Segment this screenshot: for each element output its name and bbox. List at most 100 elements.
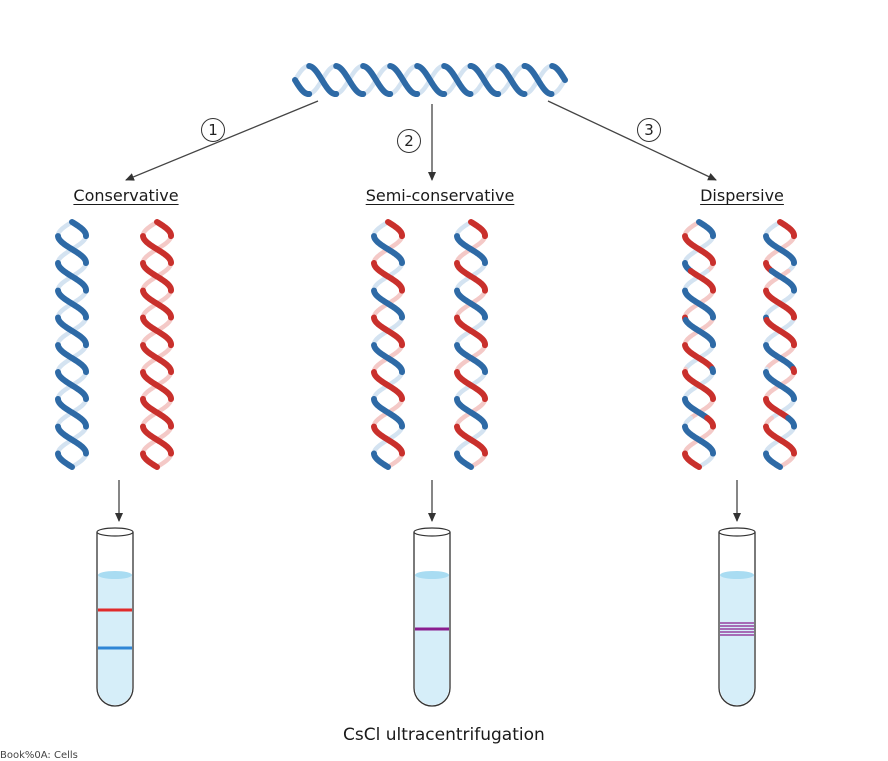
tube-liquid <box>415 575 449 705</box>
helix-front-layer <box>371 219 406 470</box>
helix-back-layer <box>371 219 405 470</box>
strand-front-segment <box>140 342 174 376</box>
strand-back-segment <box>688 396 716 421</box>
strand-front-segment <box>140 450 160 470</box>
strand-front-segment <box>371 287 405 321</box>
caption: CsCl ultracentrifugation <box>343 725 545 745</box>
strand-front-segment <box>682 233 716 267</box>
strand-front-segment <box>333 63 367 98</box>
strand-front-segment <box>360 63 394 98</box>
helix-front-layer <box>292 63 568 98</box>
strand-front-segment <box>763 233 797 267</box>
strand-front-segment <box>763 317 798 349</box>
strand-front-segment <box>55 450 75 470</box>
strand-front-segment <box>55 314 90 349</box>
tube-rim <box>413 527 451 537</box>
strand-front-segment <box>454 423 488 457</box>
strand-front-segment <box>292 77 313 98</box>
strand-front-segment <box>371 260 406 294</box>
strand-front-segment <box>495 63 528 97</box>
strand-back-segment <box>769 396 797 421</box>
strand-front-segment <box>682 396 711 421</box>
strand-front-segment <box>468 219 489 240</box>
helix-front-layer <box>682 219 717 470</box>
strand-front-segment <box>687 268 717 294</box>
tube-meniscus <box>415 571 449 579</box>
arrow-to-conservative <box>125 100 319 181</box>
strand-front-segment <box>371 342 405 376</box>
conservative-helix-parental <box>55 219 90 470</box>
strand-front-segment <box>768 268 798 294</box>
strand-front-segment <box>371 396 405 430</box>
tube-meniscus <box>98 571 132 579</box>
strand-front-segment <box>140 369 174 403</box>
strand-front-segment <box>140 287 174 321</box>
strand-front-segment <box>55 342 89 376</box>
strand-front-segment <box>454 396 488 430</box>
conservative-helix-new <box>140 219 175 470</box>
semi-conservative-helix-hybrid-2 <box>454 219 489 470</box>
strand-front-segment <box>387 63 421 98</box>
strand-front-segment <box>454 233 488 267</box>
strand-front-segment <box>682 287 716 321</box>
tube-liquid <box>98 575 132 705</box>
strand-front-segment <box>696 219 717 240</box>
strand-front-segment <box>763 342 797 372</box>
helix-front-layer <box>55 219 90 470</box>
strand-front-segment <box>790 366 797 376</box>
label-conservative: Conservative <box>73 186 179 205</box>
strand-front-segment <box>467 63 502 98</box>
tube-semi-conservative <box>413 527 451 707</box>
strand-front-segment <box>371 450 391 470</box>
strand-front-segment <box>140 396 174 430</box>
tube-liquid <box>720 575 754 705</box>
strand-front-segment <box>777 219 798 240</box>
strand-front-segment <box>682 450 702 470</box>
strand-front-segment <box>55 260 90 294</box>
strand-front-segment <box>682 423 716 457</box>
tube-conservative <box>96 527 134 707</box>
strand-front-segment <box>371 369 405 403</box>
strand-front-segment <box>55 369 89 403</box>
strand-front-segment <box>763 369 797 403</box>
strand-front-segment <box>454 342 488 376</box>
strand-front-segment <box>763 396 792 421</box>
strand-front-segment <box>454 369 488 403</box>
strand-front-segment <box>55 287 89 321</box>
tube-outline <box>96 532 134 707</box>
step-number-1: 1 <box>201 118 225 142</box>
strand-front-segment <box>140 314 175 349</box>
strand-back-segment <box>682 268 710 293</box>
tube-rim <box>718 527 756 537</box>
strand-front-segment <box>140 260 175 294</box>
strand-front-segment <box>549 63 568 83</box>
strand-front-segment <box>371 423 405 457</box>
strand-front-segment <box>709 366 716 376</box>
strand-front-segment <box>763 423 797 457</box>
strand-front-segment <box>154 219 175 240</box>
step-number-2: 2 <box>397 129 421 153</box>
strand-front-segment <box>521 63 555 97</box>
strand-front-segment <box>454 450 474 470</box>
strand-front-segment <box>704 415 716 430</box>
strand-front-segment <box>371 233 405 267</box>
strand-front-segment <box>763 450 783 470</box>
strand-front-segment <box>385 219 406 240</box>
strand-front-segment <box>441 63 474 97</box>
strand-front-segment <box>55 423 89 457</box>
tube-dispersive <box>718 527 756 707</box>
strand-front-segment <box>371 314 406 349</box>
label-dispersive: Dispersive <box>700 186 784 205</box>
helix-front-layer <box>454 219 489 470</box>
parental-dna-helix <box>292 63 568 98</box>
dispersive-helix-1 <box>682 219 717 470</box>
dispersive-helix-2 <box>763 219 798 470</box>
label-semi-conservative: Semi-conservative <box>365 186 515 205</box>
strand-front-segment <box>140 233 174 267</box>
step-number-3: 3 <box>637 118 661 142</box>
tube-rim <box>96 527 134 537</box>
strand-front-segment <box>454 260 489 294</box>
tube-outline <box>413 532 451 707</box>
strand-front-segment <box>55 233 89 267</box>
